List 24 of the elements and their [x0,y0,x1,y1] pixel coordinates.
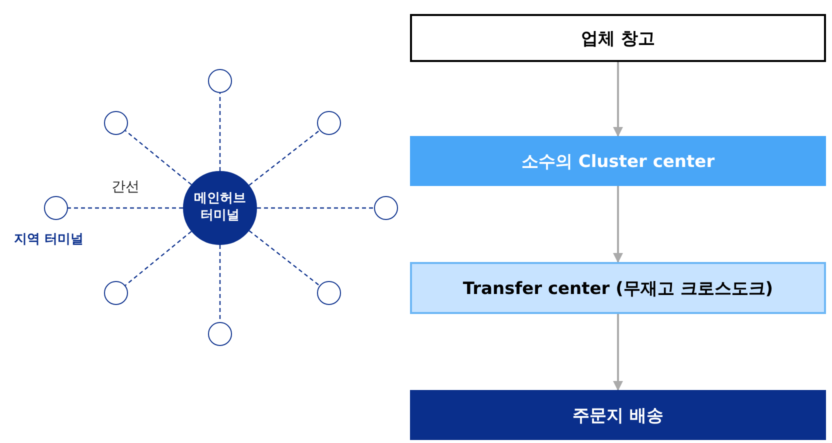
terminal-circle [317,111,341,135]
node-label: 지역 터미널 [14,231,84,248]
connector-line [248,230,320,286]
connector-line [257,207,374,209]
terminal-circle [104,111,128,135]
process-box: 소수의 Cluster center [410,136,826,186]
connector-line [68,207,183,209]
hub-circle: 메인허브 터미널 [183,171,257,245]
arrow [613,314,623,391]
connector-line [124,130,192,186]
arrow [613,62,623,137]
connector-line [219,245,221,322]
terminal-circle [317,281,341,305]
process-box: 주문지 배송 [410,390,826,440]
terminal-circle [104,281,128,305]
terminal-circle [208,322,232,346]
connector-line [248,130,320,186]
arrow [613,186,623,263]
terminal-circle [208,69,232,93]
connector-line [219,93,221,171]
connector-line [124,230,192,286]
process-box: 업체 창고 [410,14,826,62]
process-box: Transfer center (무재고 크로스도크) [410,262,826,314]
terminal-circle [374,196,398,220]
